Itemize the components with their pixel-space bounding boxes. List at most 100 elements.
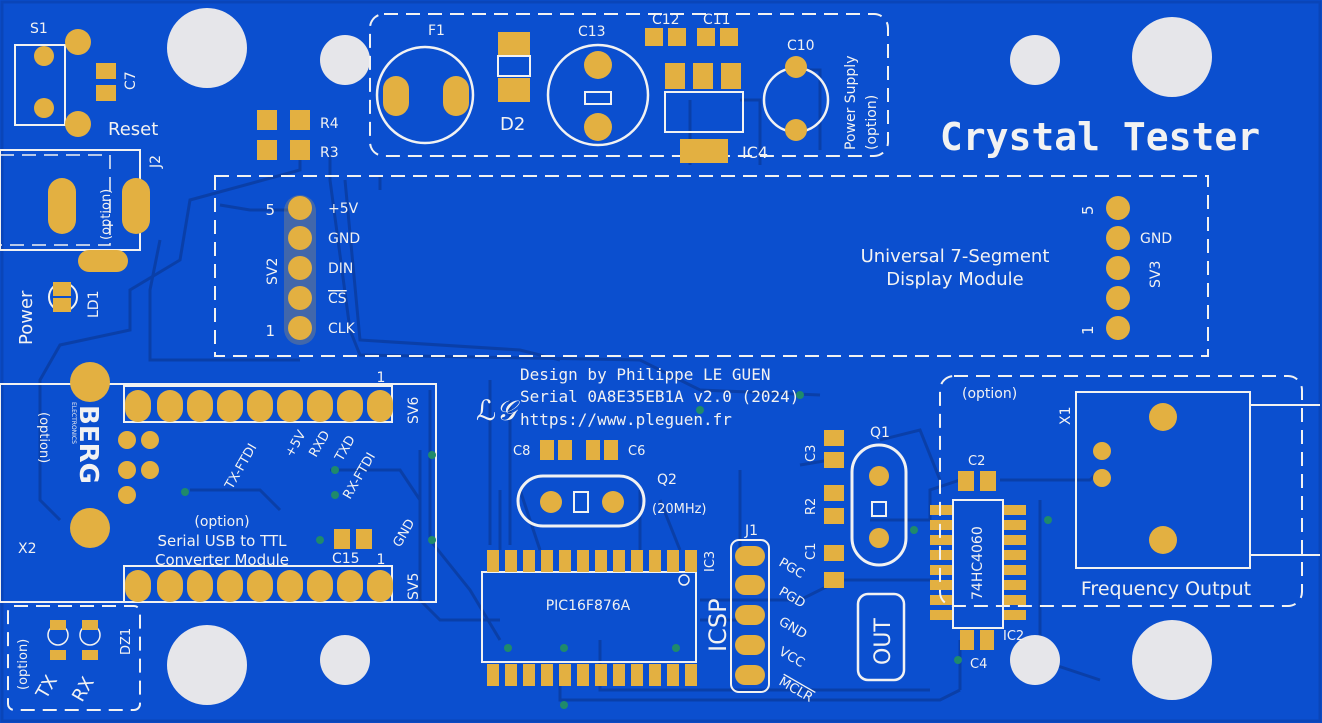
q1-crystal-socket: Q1 [850,425,908,567]
mounting-hole [1132,17,1212,97]
credits: ℒ𝒢 Design by Philippe LE GUEN Serial 0A8… [476,365,799,429]
converter-line1: Serial USB to TTL [157,532,287,550]
credit-line3: https://www.pleguen.fr [520,410,732,429]
sv2-pin-5: 5 [265,201,275,219]
c2-label: C2 [968,454,985,469]
s1-label: S1 [30,21,48,37]
sv6-pin-1: 1 [377,370,386,386]
c7-capacitor: C7 [96,63,139,101]
q2-label: Q2 [657,472,677,488]
icsp-label: ICSP [704,598,732,652]
sv2-pin-1: 1 [265,322,275,340]
j1-label: J1 [744,523,758,539]
c8-label: C8 [513,444,530,459]
dz1-option: (option) [16,639,31,690]
ic4-label: IC4 [742,143,768,162]
f1-label: F1 [428,23,445,39]
power-label: Power [16,290,37,345]
reset-label: Reset [108,119,158,140]
ic3-part: PIC16F876A [546,598,631,614]
sv5-pins [125,570,393,602]
sv3-pin-1: 1 [1079,325,1097,335]
r4-r3-resistors: R4 R3 [257,110,339,161]
ic2-part: 74HC4060 [970,526,986,600]
c11-label: C11 [703,12,731,28]
q1-label: Q1 [870,425,890,441]
j2-label: J2 [148,155,164,169]
x2-option: (option) [36,412,51,463]
c3-label: C3 [804,445,819,462]
dz1-section: DZ1 (option) TX RX [7,605,141,711]
ld1-led: LD1 Power [16,282,102,345]
sv2-pin-gnd: GND [328,231,360,247]
berg-sub: ELECTRONICS [70,402,77,444]
x2-berg-connector: BERG ELECTRONICS (option) X2 [18,362,159,557]
x1-label: X1 [1058,407,1074,426]
small-hole [1010,635,1060,685]
power-supply-section: F1 D2 C13 C12 C11 IC4 C10 Power Supply (… [369,12,889,163]
dz1-label: DZ1 [119,628,134,655]
mounting-hole [1132,620,1212,700]
berg-logo: BERG [73,405,103,484]
c1-label: C1 [804,543,819,560]
j2-power-jack: J2 (option) [0,149,164,272]
x2-label: X2 [18,541,37,557]
power-supply-option: (option) [864,95,880,150]
small-hole [320,635,370,685]
c2-capacitor: C2 [958,454,996,491]
sv2-pin-vcc: +5V [328,201,359,217]
ic2-label: IC2 [1003,629,1024,644]
display-module-line1: Universal 7-Segment [861,246,1050,267]
sv2-header: 5 1 SV2 +5V GND DIN CS CLK [265,195,360,345]
x1-frequency-output: (option) X1 Frequency Output [939,375,1320,607]
mounting-hole [167,625,247,705]
converter-option: (option) [194,514,249,530]
d2-label: D2 [500,114,525,135]
sv2-pin-din: DIN [328,261,353,277]
converter-line2: Converter Module [155,551,289,569]
c12-label: C12 [652,12,680,28]
r4-label: R4 [320,116,339,132]
c3-r2-c1: C3 R2 C1 [804,430,844,588]
s1-reset-switch: S1 Reset [14,21,158,140]
out-marker: OUT [856,592,906,682]
sv3-pin-gnd: GND [1140,231,1172,247]
mounting-holes [167,8,1212,705]
sv2-pin-clk: CLK [328,321,356,337]
display-module-line2: Display Module [886,269,1024,290]
r2-label: R2 [804,498,819,515]
x1-option: (option) [962,386,1017,402]
ld1-label: LD1 [86,291,102,319]
q2-freq: (20MHz) [652,502,707,517]
mounting-hole [167,8,247,88]
credit-line2: Serial 0A8E35EB1A v2.0 (2024) [520,387,799,406]
sv2-label: SV2 [265,258,281,285]
sv3-label: SV3 [1148,261,1164,288]
out-label: OUT [871,618,896,665]
small-hole [1010,35,1060,85]
c8-c6-capacitors: C8 C6 [513,440,645,460]
sv3-pin-5: 5 [1079,205,1097,215]
c4-label: C4 [970,657,987,672]
sv3-header: 5 1 GND SV3 [1079,196,1172,340]
r3-label: R3 [320,145,339,161]
credit-line1: Design by Philippe LE GUEN [520,365,770,384]
sv5-label: SV5 [406,573,422,600]
c13-label: C13 [578,24,606,40]
q2-crystal: Q2 (20MHz) [516,472,707,528]
sv2-pin-cs: CS [328,291,347,307]
frequency-output-label: Frequency Output [1081,578,1251,600]
copper-traces [38,68,1102,702]
sv6-label: SV6 [406,397,422,424]
c6-label: C6 [628,444,645,459]
vias [181,391,1052,709]
sv5-pin-1: 1 [377,552,386,568]
ic3-pic: PIC16F876A IC3 ICSP [481,550,732,686]
j2-option: (option) [99,189,114,240]
c7-label: C7 [123,71,139,90]
c15-label: C15 [332,551,360,567]
c10-label: C10 [787,38,815,54]
sv6-pins [125,390,393,422]
